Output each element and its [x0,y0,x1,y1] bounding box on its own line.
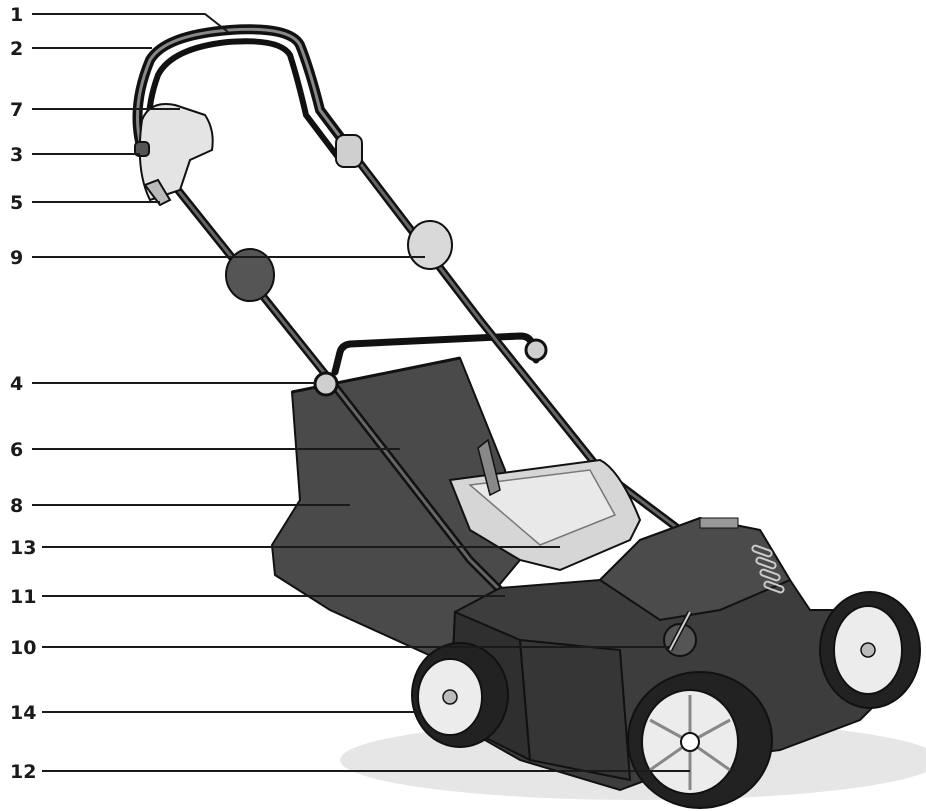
callout-number-1: 1 [10,4,23,26]
callout-number-5: 5 [10,192,23,214]
callout-number-3: 3 [10,144,23,166]
callout-number-4: 4 [10,373,23,395]
front-wheel [628,672,772,808]
rear-wheel-right [820,592,920,708]
callout-number-2: 2 [10,38,23,60]
callout-number-10: 10 [10,637,36,659]
callout-number-6: 6 [10,439,23,461]
callout-number-12: 12 [10,761,36,783]
rating-plate [700,518,738,528]
handle-knob-left [315,373,337,395]
handle-knob-right [526,340,546,360]
callout-number-7: 7 [10,99,23,121]
callout-number-9: 9 [10,247,23,269]
callout-number-11: 11 [10,586,36,608]
callout-number-8: 8 [10,495,23,517]
callout-number-13: 13 [10,537,36,559]
rear-wheel-left [412,643,508,747]
callout-number-14: 14 [10,702,36,724]
quick-release-nut-right [408,221,452,269]
handle-clamp-upper-right [336,135,362,167]
